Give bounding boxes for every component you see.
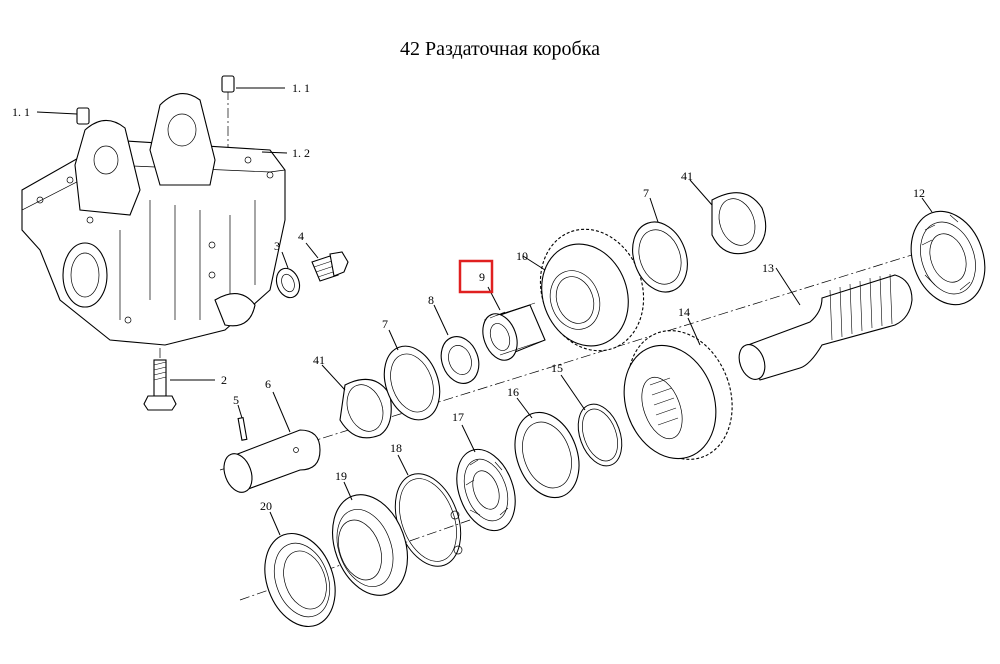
seal-cover-part-20	[264, 511, 336, 628]
callout-10: 10	[516, 249, 528, 263]
callout-6: 6	[265, 377, 271, 391]
thrust-washer-part-7-right	[632, 197, 688, 293]
snap-ring-part-15	[560, 374, 623, 467]
callout-1-1-left: 1. 1	[12, 105, 30, 119]
bushing-part-8	[433, 304, 480, 384]
page-title: 42 Раздаточная коробка	[399, 38, 601, 60]
gear-part-14	[623, 317, 733, 460]
callout-9: 9	[479, 270, 485, 284]
needle-bearing-part-9	[482, 286, 546, 361]
callout-5: 5	[233, 393, 239, 407]
callout-14: 14	[678, 305, 690, 319]
splined-shaft-part-13	[738, 267, 913, 381]
callout-8: 8	[428, 293, 434, 307]
callout-2: 2	[221, 373, 227, 387]
bolt-part-2	[143, 359, 215, 411]
callout-7-left: 7	[382, 317, 388, 331]
highlight-box-9	[458, 259, 494, 294]
shaft-part-6	[223, 391, 321, 493]
callout-1-2: 1. 2	[292, 146, 310, 160]
callout-16: 16	[507, 385, 519, 399]
pin-part-5	[237, 404, 248, 441]
roller-bearing-part-17	[456, 424, 516, 532]
axis-centerline	[219, 239, 961, 471]
thrust-washer-part-7-left	[383, 329, 441, 421]
stud-1-1-left	[36, 107, 90, 125]
callout-3: 3	[274, 239, 280, 253]
callout-17: 17	[452, 410, 464, 424]
callout-15: 15	[551, 361, 563, 375]
callout-7-right: 7	[643, 186, 649, 200]
oil-seal-part-19	[332, 481, 408, 596]
plug-part-4	[305, 242, 349, 282]
washer-part-3	[275, 251, 301, 299]
washer-part-16	[514, 397, 580, 499]
callout-18: 18	[390, 441, 402, 455]
transfer-case-housing	[21, 93, 286, 346]
stud-1-1-right	[221, 75, 285, 93]
callout-4: 4	[298, 229, 304, 243]
callout-41-left: 41	[313, 353, 325, 367]
callout-1-1-right: 1. 1	[292, 81, 310, 95]
gear-part-10	[522, 228, 645, 352]
spacer-part-41-left	[321, 364, 392, 439]
callout-12: 12	[913, 186, 925, 200]
leader-1-2	[261, 151, 288, 154]
callout-20: 20	[260, 499, 272, 513]
callout-41-right: 41	[681, 169, 693, 183]
callout-13: 13	[762, 261, 774, 275]
spacer-part-41-right	[689, 179, 767, 255]
roller-bearing-part-12	[910, 197, 986, 306]
callout-19: 19	[335, 469, 347, 483]
